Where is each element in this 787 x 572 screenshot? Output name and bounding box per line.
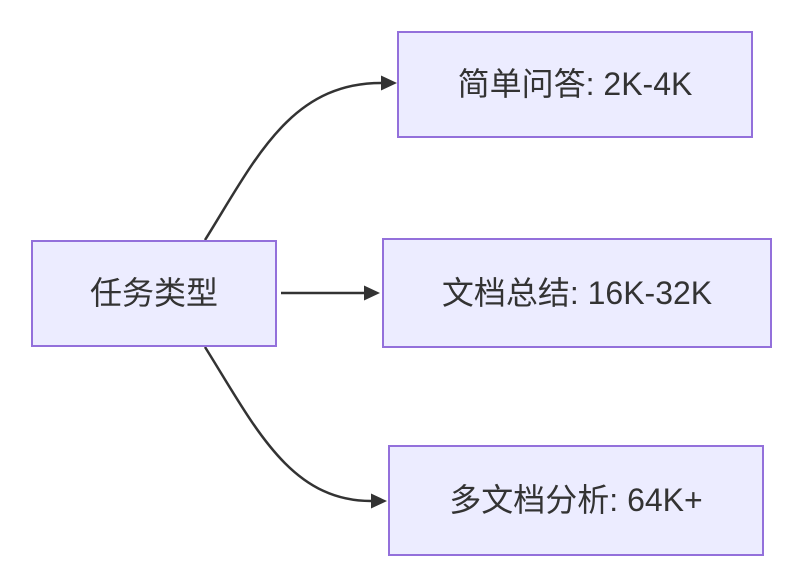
edge-to-simple-qa	[203, 75, 397, 241]
node-task-type-label: 任务类型	[89, 275, 218, 312]
node-multi-doc: 多文档分析: 64K+	[388, 445, 764, 556]
edge-to-doc-summary	[281, 285, 380, 301]
arrowhead-icon	[364, 285, 380, 301]
node-doc-summary: 文档总结: 16K-32K	[382, 238, 772, 348]
edge-to-multi-doc	[203, 346, 387, 509]
node-simple-qa: 简单问答: 2K-4K	[397, 31, 753, 138]
node-multi-doc-label: 多文档分析: 64K+	[449, 482, 703, 519]
arrowhead-icon	[381, 75, 397, 91]
node-simple-qa-label: 简单问答: 2K-4K	[457, 66, 693, 103]
node-task-type: 任务类型	[31, 240, 277, 347]
node-doc-summary-label: 文档总结: 16K-32K	[441, 274, 713, 311]
arrowhead-icon	[371, 493, 387, 509]
